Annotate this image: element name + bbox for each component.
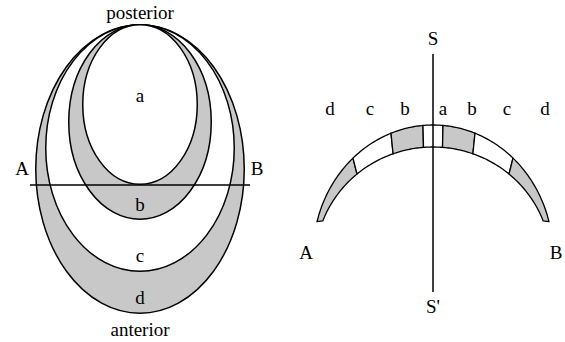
ellipse-region: cba (45, 24, 235, 272)
part-letter: A (299, 243, 313, 262)
part-letter: d (325, 99, 335, 118)
band-segment (317, 158, 357, 222)
band-segment (353, 133, 393, 174)
region-letter: a (136, 86, 144, 105)
ellipse-shape (83, 25, 198, 185)
region-letter: b (135, 195, 145, 214)
part-letter: b (400, 99, 410, 118)
band-segment (391, 125, 424, 153)
band-segment (473, 133, 513, 174)
part-letter: c (366, 99, 374, 118)
ellipse-shape (36, 25, 245, 314)
ellipse-shape (46, 25, 235, 272)
part-letter: d (540, 99, 550, 118)
ellipse-outline (82, 24, 198, 185)
ellipse-region: dcba (35, 24, 245, 314)
band-segment (443, 125, 476, 153)
part-letter: B (550, 243, 563, 262)
part-letter: S (428, 29, 439, 48)
region-letter: c (136, 246, 144, 265)
part-letter: B (251, 159, 264, 178)
axis-line (432, 54, 434, 292)
region-letter: d (135, 288, 145, 307)
curved-band (317, 125, 549, 222)
part-letter: A (15, 159, 29, 178)
ellipse-shape (69, 25, 212, 220)
ellipse-region: a (82, 24, 198, 185)
part-letter: b (467, 99, 477, 118)
band-segment (509, 158, 549, 222)
ellipse-region: ba (68, 24, 212, 220)
part-letter: a (439, 99, 447, 118)
part-letter: S' (426, 297, 440, 316)
band-segment (423, 125, 443, 147)
part-letter: c (503, 99, 511, 118)
direction-label: posterior (106, 3, 174, 22)
section-line (30, 184, 250, 186)
direction-label: anterior (110, 320, 169, 339)
